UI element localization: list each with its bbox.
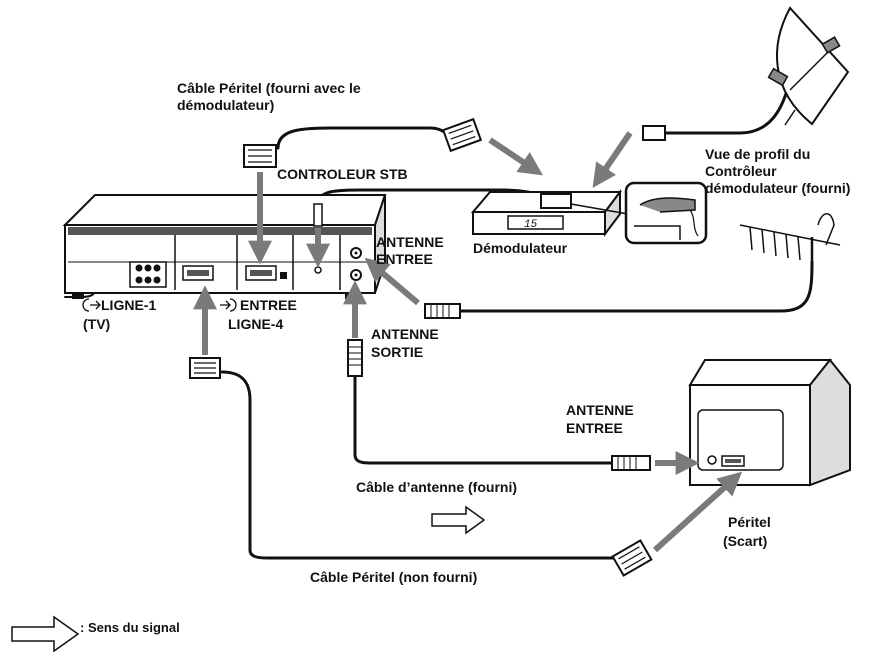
signal-arrows	[193, 131, 743, 553]
cable-aerial	[458, 260, 814, 313]
cable-antenne	[353, 373, 614, 465]
label-antenne-entree-vcr-2: ENTREE	[376, 251, 433, 267]
label-antenne-entree-tv-2: ENTREE	[566, 420, 623, 436]
coax-plug-vcr-out	[347, 339, 363, 377]
ligne1-output-icon	[82, 298, 101, 312]
cable-satellite	[663, 78, 792, 135]
label-entree: ENTREE	[240, 297, 297, 313]
label-demodulateur: Démodulateur	[473, 240, 568, 256]
demod-display: 15	[524, 219, 538, 231]
label-antenne-entree-vcr-1: ANTENNE	[376, 234, 444, 250]
satellite-dish-icon	[767, 6, 850, 126]
legend-arrow-icon	[11, 615, 80, 653]
label-cable-peritel-bottom: Câble Péritel (non fourni)	[310, 569, 478, 585]
label-peritel: Péritel	[728, 514, 771, 530]
signal-arrow-to-tv-scart	[652, 471, 743, 553]
controller-profile-inset	[624, 181, 708, 245]
label-tv: (TV)	[83, 316, 111, 332]
label-scart: (Scart)	[723, 533, 768, 549]
label-antenne-sortie-1: ANTENNE	[371, 326, 439, 342]
label-ligne4: LIGNE-4	[228, 316, 284, 332]
scart-plug-bottom-left	[189, 357, 221, 379]
television-icon	[688, 358, 851, 487]
label-cable-antenne: Câble d’antenne (fourni)	[356, 479, 517, 495]
entree-input-icon	[220, 298, 237, 312]
cable-peritel-bottom	[220, 370, 617, 560]
label-cable-peritel-top: Câble Péritel (fourni avec le démodulate…	[177, 80, 361, 113]
label-antenne-sortie-2: SORTIE	[371, 344, 424, 360]
scart-plug-top-left	[243, 144, 277, 168]
label-antenne-entree-tv-1: ANTENNE	[566, 402, 634, 418]
cable-peritel-top	[276, 126, 450, 150]
label-ligne1: LIGNE-1	[101, 297, 157, 313]
coax-plug-satellite	[642, 125, 666, 141]
label-controleur-stb: CONTROLEUR STB	[277, 166, 408, 182]
scart-plug-bottom-right	[611, 539, 653, 577]
set-top-box-icon: 15	[470, 189, 629, 237]
coax-plug-aerial	[424, 303, 461, 319]
signal-arrow-aerial-in	[364, 257, 420, 306]
signal-direction-arrow-icon	[431, 505, 486, 535]
label-vue-profil: Vue de profil du Contrôleur démodulateur…	[705, 146, 851, 196]
signal-arrow-to-demod	[488, 137, 543, 176]
tv-antenna-icon	[739, 213, 841, 262]
vcr-device	[62, 194, 387, 299]
scart-plug-top-right	[441, 117, 483, 153]
label-legend-signal: : Sens du signal	[80, 620, 180, 635]
coax-plug-tv-in	[611, 455, 651, 471]
stb-controller-plug	[313, 203, 323, 227]
signal-arrow-dish-to-demod	[592, 131, 633, 188]
